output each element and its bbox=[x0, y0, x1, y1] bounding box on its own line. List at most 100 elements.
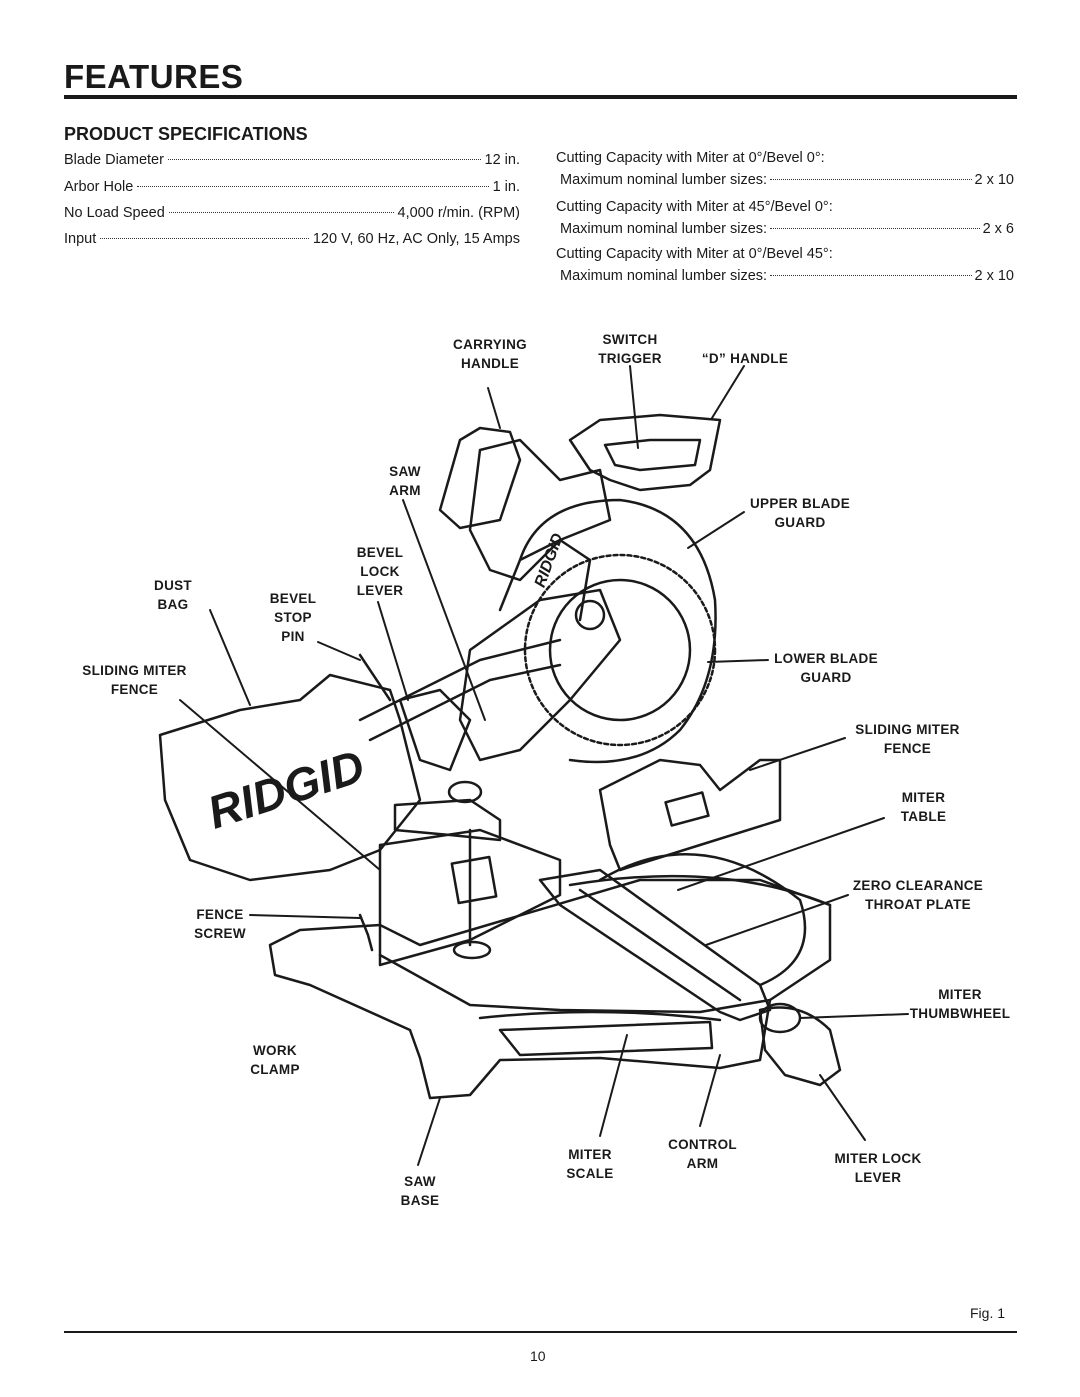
label-bevel-lock-lever: BEVEL LOCK LEVER bbox=[356, 545, 404, 598]
capacity-heading-2: Cutting Capacity with Miter at 45°/Bevel… bbox=[556, 199, 833, 215]
label-zero-clearance-throat-plate: ZERO CLEARANCE THROAT PLATE bbox=[852, 878, 984, 912]
spec-value: 120 V, 60 Hz, AC Only, 15 Amps bbox=[312, 231, 520, 247]
label-d-handle: “D” HANDLE bbox=[701, 351, 789, 366]
spec-row-input: Input 120 V, 60 Hz, AC Only, 15 Amps bbox=[64, 231, 520, 247]
motor-housing bbox=[468, 438, 612, 582]
right-fence-outline bbox=[598, 758, 782, 872]
blade-arbor bbox=[574, 599, 606, 631]
carrying-handle-shape bbox=[438, 426, 522, 530]
capacity-heading-3: Cutting Capacity with Miter at 0°/Bevel … bbox=[556, 246, 833, 262]
label-miter-thumbwheel: MITER THUMBWHEEL bbox=[909, 987, 1011, 1021]
leader-zero-clearance bbox=[705, 894, 849, 946]
miter-saw-diagram: RIDGID RIDGID bbox=[158, 365, 909, 1166]
label-miter-lock-lever: MITER LOCK LEVER bbox=[834, 1151, 922, 1185]
label-bevel-stop-pin: BEVEL STOP PIN bbox=[269, 591, 317, 644]
label-dust-bag: DUST BAG bbox=[154, 578, 192, 612]
leader-carrying-handle bbox=[487, 387, 501, 429]
dot-leader bbox=[770, 228, 980, 229]
label-saw-arm: SAW ARM bbox=[389, 464, 421, 498]
dot-leader bbox=[770, 275, 972, 276]
leader-switch-trigger bbox=[629, 365, 639, 449]
spec-label: Input bbox=[64, 231, 97, 247]
capacity-row-1: Maximum nominal lumber sizes:2 x 10 bbox=[560, 172, 1014, 188]
miter-scale-plate bbox=[498, 1020, 714, 1057]
page-number: 10 bbox=[530, 1348, 546, 1364]
dot-leader bbox=[770, 179, 972, 180]
capacity-label: Maximum nominal lumber sizes: bbox=[560, 268, 768, 284]
spec-row-arbor-hole: Arbor Hole 1 in. bbox=[64, 179, 520, 195]
capacity-row-2: Maximum nominal lumber sizes: 2 x 6 bbox=[560, 221, 1014, 237]
label-fence-screw: FENCE SCREW bbox=[194, 907, 246, 941]
figure-label: Fig. 1 bbox=[970, 1305, 1006, 1321]
label-saw-base: SAW BASE bbox=[400, 1174, 440, 1208]
saw-arm-body bbox=[458, 588, 622, 762]
dot-leader bbox=[167, 159, 481, 160]
spec-label: Arbor Hole bbox=[64, 179, 134, 195]
capacity-row-3: Maximum nominal lumber sizes: 2 x 10 bbox=[560, 268, 1014, 284]
label-lower-blade-guard: LOWER BLADE GUARD bbox=[774, 651, 878, 685]
miter-lock-lever-body bbox=[758, 1006, 842, 1087]
saw-base-outline bbox=[268, 878, 832, 1100]
control-arm-slot bbox=[578, 888, 742, 1002]
dot-leader bbox=[168, 212, 394, 213]
work-clamp-arm bbox=[393, 798, 502, 842]
label-work-clamp: WORK CLAMP bbox=[250, 1043, 300, 1077]
label-sliding-miter-fence-right: SLIDING MITER FENCE bbox=[855, 722, 960, 756]
work-clamp-foot bbox=[452, 940, 492, 960]
capacity-heading-1: Cutting Capacity with Miter at 0°/Bevel … bbox=[556, 150, 825, 166]
control-arm-outline bbox=[538, 868, 772, 1022]
footer-rule bbox=[64, 1331, 1017, 1333]
dust-bag-outline bbox=[158, 673, 422, 882]
saw-blade bbox=[523, 553, 717, 747]
capacity-label: Maximum nominal lumber sizes: bbox=[560, 221, 768, 237]
dot-leader bbox=[100, 238, 309, 239]
saw-base-front bbox=[378, 953, 772, 1014]
page-title: FEATURES bbox=[64, 58, 244, 95]
spec-row-blade-diameter: Blade Diameter 12 in. bbox=[64, 152, 520, 168]
spec-value: 4,000 r/min. (RPM) bbox=[397, 205, 520, 221]
label-switch-trigger: SWITCH TRIGGER bbox=[598, 332, 662, 366]
fence-slot-left bbox=[450, 855, 498, 905]
fence-screw-shape bbox=[358, 913, 374, 952]
label-sliding-miter-fence-left: SLIDING MITER FENCE bbox=[82, 663, 187, 697]
leader-bevel-stop-pin bbox=[317, 641, 361, 661]
leader-miter-lock-lever bbox=[819, 1074, 866, 1141]
work-clamp-knob bbox=[447, 780, 483, 804]
d-handle-inner bbox=[603, 438, 702, 472]
miter-table-circle bbox=[598, 853, 807, 987]
capacity-label: Maximum nominal lumber sizes: bbox=[560, 172, 768, 188]
leader-d-handle bbox=[711, 365, 745, 419]
leader-control-arm bbox=[699, 1054, 721, 1127]
label-carrying-handle: CARRYING HANDLE bbox=[453, 337, 527, 371]
upper-blade-guard bbox=[518, 498, 717, 764]
leader-dust-bag bbox=[209, 609, 251, 706]
spec-label: Blade Diameter bbox=[64, 152, 164, 168]
leader-saw-base bbox=[417, 1097, 441, 1166]
left-fence-outline bbox=[378, 828, 562, 967]
leader-sliding-fence-left bbox=[179, 699, 381, 871]
capacity-value: 2 x 6 bbox=[982, 221, 1014, 237]
leader-fence-screw bbox=[249, 914, 361, 919]
d-handle-shape bbox=[568, 413, 722, 492]
leader-miter-scale bbox=[599, 1034, 628, 1137]
fence-slot-right bbox=[664, 791, 710, 827]
label-miter-scale: MITER SCALE bbox=[566, 1147, 614, 1181]
dot-leader bbox=[137, 186, 489, 187]
leader-miter-table bbox=[677, 817, 885, 891]
specs-heading: PRODUCT SPECIFICATIONS bbox=[64, 124, 308, 144]
leader-lines bbox=[179, 365, 909, 1166]
blade-lower-guard bbox=[548, 578, 692, 722]
capacity-value: 2 x 10 bbox=[974, 268, 1015, 284]
spec-label: No Load Speed bbox=[64, 205, 165, 221]
bevel-lock-lever-shape bbox=[398, 688, 472, 772]
label-upper-blade-guard: UPPER BLADE GUARD bbox=[749, 496, 851, 530]
spec-value: 12 in. bbox=[484, 152, 520, 168]
leader-upper-blade-guard bbox=[687, 511, 745, 549]
miter-scale-arc bbox=[478, 1010, 722, 1022]
label-miter-table: MITER TABLE bbox=[900, 790, 947, 824]
spec-value: 1 in. bbox=[492, 179, 520, 195]
sliding-rail-lower bbox=[368, 663, 562, 742]
leader-saw-arm bbox=[402, 499, 486, 721]
leader-bevel-lock-lever bbox=[377, 601, 409, 701]
bevel-stop-pin-shape bbox=[358, 653, 392, 702]
